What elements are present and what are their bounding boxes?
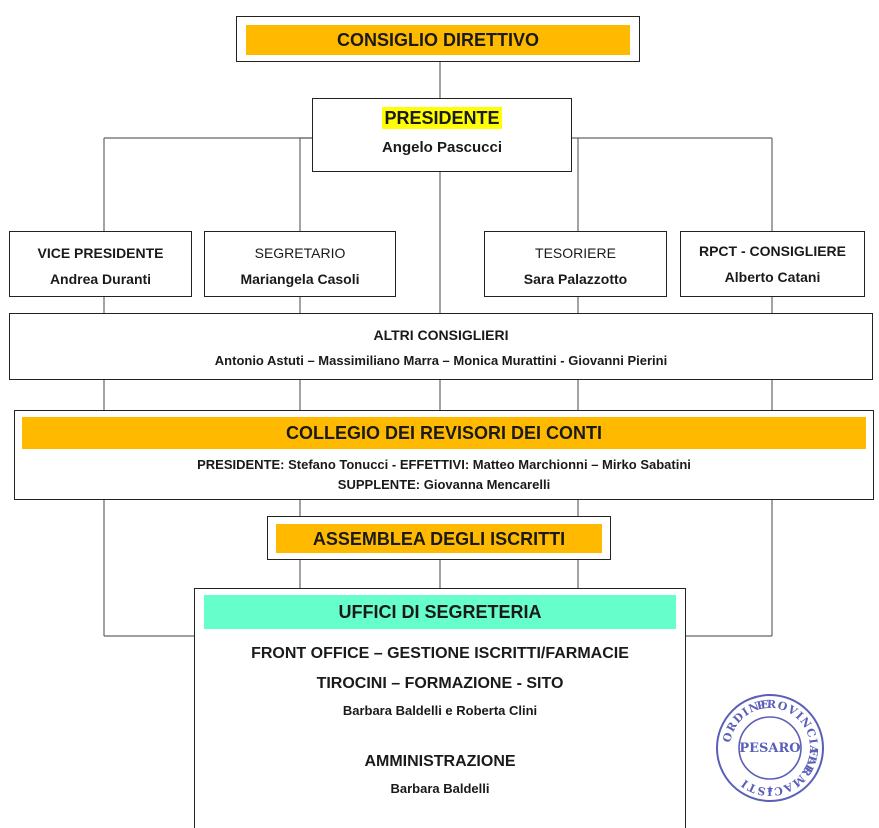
- altri-consiglieri-box: ALTRI CONSIGLIERI Antonio Astuti – Massi…: [9, 313, 873, 380]
- uffici-segreteria-box: UFFICI DI SEGRETERIA FRONT OFFICE – GEST…: [194, 588, 686, 828]
- consiglio-direttivo-banner: [246, 25, 630, 55]
- presidente-box: PRESIDENTE Angelo Pascucci: [312, 98, 572, 172]
- stamp-star-icon: ★: [766, 784, 774, 794]
- consiglio-direttivo-box: CONSIGLIO DIRETTIVO: [236, 16, 640, 62]
- officer-box-tesoriere: TESORIERE Sara Palazzotto: [484, 231, 667, 297]
- officer-title: RPCT - CONSIGLIERE: [698, 243, 846, 259]
- assemblea-box: ASSEMBLEA DEGLI ISCRITTI: [267, 516, 611, 560]
- presidente-name: Angelo Pascucci: [381, 139, 503, 156]
- consiglio-direttivo-title: CONSIGLIO DIRETTIVO: [336, 30, 539, 50]
- uffici-line-front-office: FRONT OFFICE – GESTIONE ISCRITTI/FARMACI…: [251, 645, 629, 662]
- collegio-revisori-line1: PRESIDENTE: Stefano Tonucci - EFFETTIVI:…: [197, 457, 691, 472]
- officer-box-rpct: RPCT - CONSIGLIERE Alberto Catani: [680, 231, 865, 297]
- officer-title: SEGRETARIO: [254, 245, 346, 261]
- officer-name: Mariangela Casoli: [240, 271, 360, 287]
- assemblea-banner: [276, 524, 602, 553]
- collegio-revisori-title: COLLEGIO DEI REVISORI DEI CONTI: [285, 423, 603, 443]
- presidente-title: PRESIDENTE: [382, 107, 502, 129]
- collegio-revisori-box: COLLEGIO DEI REVISORI DEI CONTI PRESIDEN…: [14, 410, 874, 500]
- officer-title: TESORIERE: [535, 245, 616, 261]
- altri-consiglieri-title: ALTRI CONSIGLIERI: [373, 327, 509, 343]
- officer-box-segretario: SEGRETARIO Mariangela Casoli: [204, 231, 396, 297]
- officer-name: Sara Palazzotto: [523, 271, 628, 287]
- official-stamp: ORDINE PROVINCIALE FARMACISTI PESARO ★: [716, 694, 824, 802]
- assemblea-title: ASSEMBLEA DEGLI ISCRITTI: [312, 529, 566, 549]
- officer-name: Alberto Catani: [724, 269, 821, 285]
- officer-name: Andrea Duranti: [49, 271, 152, 287]
- uffici-segreteria-banner: [204, 595, 676, 629]
- officer-box-vice-presidente: VICE PRESIDENTE Andrea Duranti: [9, 231, 192, 297]
- uffici-segreteria-title: UFFICI DI SEGRETERIA: [338, 602, 542, 622]
- uffici-line-staff: Barbara Baldelli e Roberta Clini: [342, 703, 538, 718]
- altri-consiglieri-names: Antonio Astuti – Massimiliano Marra – Mo…: [214, 353, 668, 368]
- uffici-line-amministrazione-staff: Barbara Baldelli: [390, 781, 490, 796]
- uffici-line-tirocini: TIROCINI – FORMAZIONE - SITO: [316, 675, 564, 692]
- officer-title: VICE PRESIDENTE: [37, 245, 164, 261]
- collegio-revisori-banner: [22, 417, 866, 449]
- stamp-center-text: PESARO: [739, 741, 800, 756]
- collegio-revisori-line2: SUPPLENTE: Giovanna Mencarelli: [337, 477, 551, 492]
- uffici-line-amministrazione: AMMINISTRAZIONE: [364, 753, 516, 770]
